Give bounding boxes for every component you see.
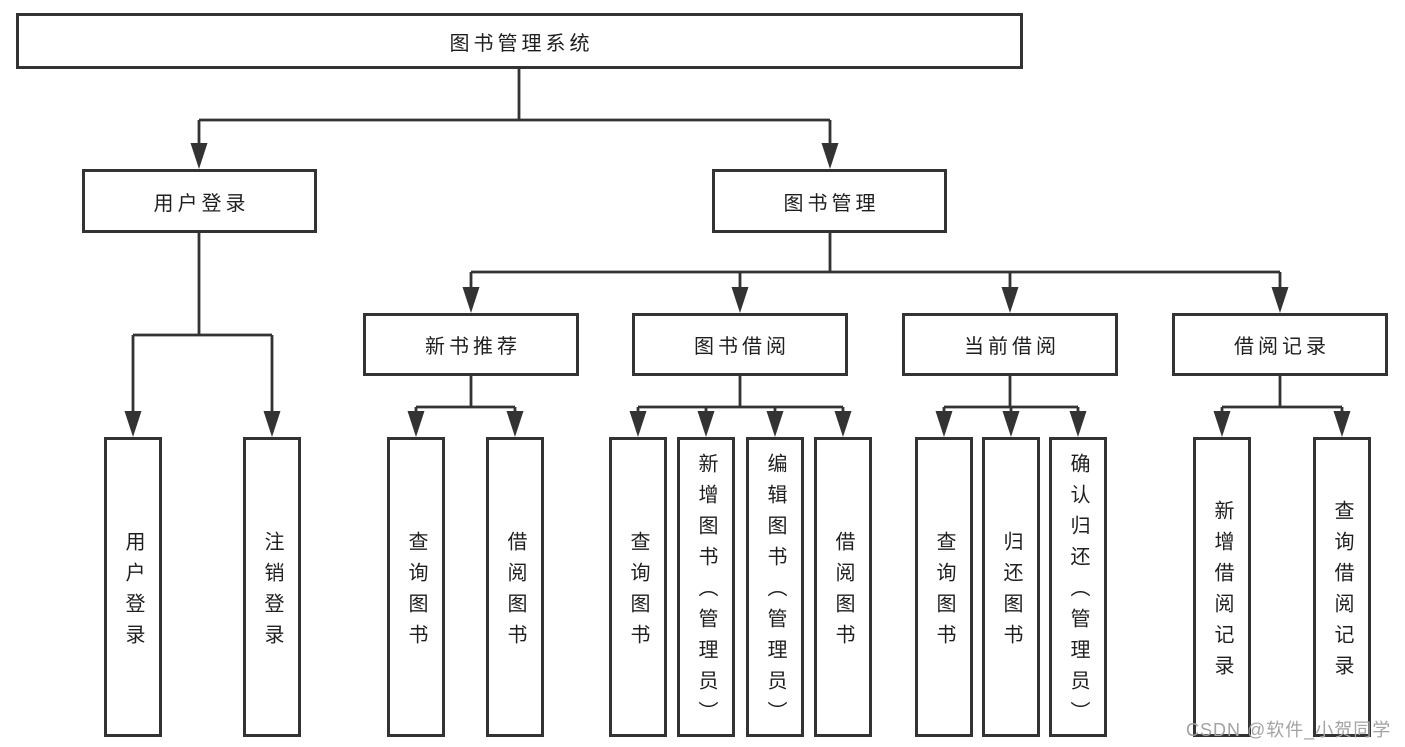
node-book-borrow-label: 图书借阅 bbox=[694, 336, 790, 358]
arrow-down-icon bbox=[407, 411, 425, 437]
arrow-down-icon bbox=[124, 411, 142, 437]
arrow-down-icon bbox=[731, 287, 749, 313]
arrow-down-icon bbox=[935, 411, 953, 437]
node-new-book-recommend-label: 新书推荐 bbox=[425, 336, 521, 358]
csdn-watermark: CSDN @软件_小贺同学 bbox=[1186, 720, 1392, 740]
arrow-down-icon bbox=[1271, 287, 1289, 313]
arrow-down-icon bbox=[1069, 411, 1087, 437]
leaf-recommend-borrow-books-label: 借阅图书 bbox=[504, 530, 526, 655]
node-library-system: 图书管理系统 bbox=[16, 13, 1023, 69]
leaf-return-book: 归还图书 bbox=[982, 437, 1040, 737]
arrow-down-icon bbox=[1333, 411, 1351, 437]
arrow-down-icon bbox=[1213, 411, 1231, 437]
leaf-add-borrow-record: 新增借阅记录 bbox=[1193, 437, 1251, 737]
leaf-logout-label: 注销登录 bbox=[261, 530, 283, 655]
leaf-borrow-query-books-label: 查询图书 bbox=[627, 530, 649, 655]
arrow-down-icon bbox=[506, 411, 524, 437]
arrow-down-icon bbox=[629, 411, 647, 437]
leaf-current-query-books: 查询图书 bbox=[915, 437, 973, 737]
leaf-user-login: 用户登录 bbox=[104, 437, 162, 737]
arrow-down-icon bbox=[766, 411, 784, 437]
arrow-down-icon bbox=[462, 287, 480, 313]
leaf-borrow-borrow-books-label: 借阅图书 bbox=[832, 530, 854, 655]
node-book-borrow: 图书借阅 bbox=[632, 313, 848, 376]
leaf-logout: 注销登录 bbox=[243, 437, 301, 737]
leaf-return-book-label: 归还图书 bbox=[1000, 530, 1022, 655]
leaf-borrow-query-books: 查询图书 bbox=[609, 437, 667, 737]
node-library-system-label: 图书管理系统 bbox=[449, 32, 594, 55]
node-book-management-label: 图书管理 bbox=[783, 192, 880, 215]
node-new-book-recommend: 新书推荐 bbox=[363, 313, 579, 376]
node-borrow-records: 借阅记录 bbox=[1172, 313, 1388, 376]
node-user-login: 用户登录 bbox=[82, 169, 317, 233]
arrow-down-icon bbox=[263, 411, 281, 437]
node-current-borrow: 当前借阅 bbox=[902, 313, 1118, 376]
arrowheads bbox=[124, 143, 1351, 437]
leaf-borrow-borrow-books: 借阅图书 bbox=[814, 437, 872, 737]
leaf-edit-book-admin-label: 编辑图书（管理员） bbox=[764, 453, 786, 732]
arrow-down-icon bbox=[821, 143, 839, 169]
leaf-recommend-query-books: 查询图书 bbox=[387, 437, 445, 737]
node-borrow-records-label: 借阅记录 bbox=[1234, 336, 1330, 358]
leaf-current-query-books-label: 查询图书 bbox=[933, 530, 955, 655]
node-user-login-label: 用户登录 bbox=[153, 192, 250, 215]
leaf-confirm-return-admin-label: 确认归还（管理员） bbox=[1067, 453, 1089, 732]
leaf-add-book-admin: 新增图书（管理员） bbox=[677, 437, 735, 737]
node-book-management: 图书管理 bbox=[712, 169, 947, 233]
leaf-query-borrow-record: 查询借阅记录 bbox=[1313, 437, 1371, 737]
arrow-down-icon bbox=[1002, 411, 1020, 437]
arrow-down-icon bbox=[190, 143, 208, 169]
leaf-recommend-borrow-books: 借阅图书 bbox=[486, 437, 544, 737]
leaf-add-book-admin-label: 新增图书（管理员） bbox=[695, 453, 717, 732]
arrow-down-icon bbox=[697, 411, 715, 437]
leaf-confirm-return-admin: 确认归还（管理员） bbox=[1049, 437, 1107, 737]
leaf-user-login-label: 用户登录 bbox=[122, 530, 144, 655]
leaf-recommend-query-books-label: 查询图书 bbox=[405, 530, 427, 655]
node-current-borrow-label: 当前借阅 bbox=[964, 336, 1060, 358]
arrow-down-icon bbox=[834, 411, 852, 437]
leaf-add-borrow-record-label: 新增借阅记录 bbox=[1211, 499, 1233, 686]
leaf-query-borrow-record-label: 查询借阅记录 bbox=[1331, 499, 1353, 686]
leaf-edit-book-admin: 编辑图书（管理员） bbox=[746, 437, 804, 737]
arrow-down-icon bbox=[1001, 287, 1019, 313]
